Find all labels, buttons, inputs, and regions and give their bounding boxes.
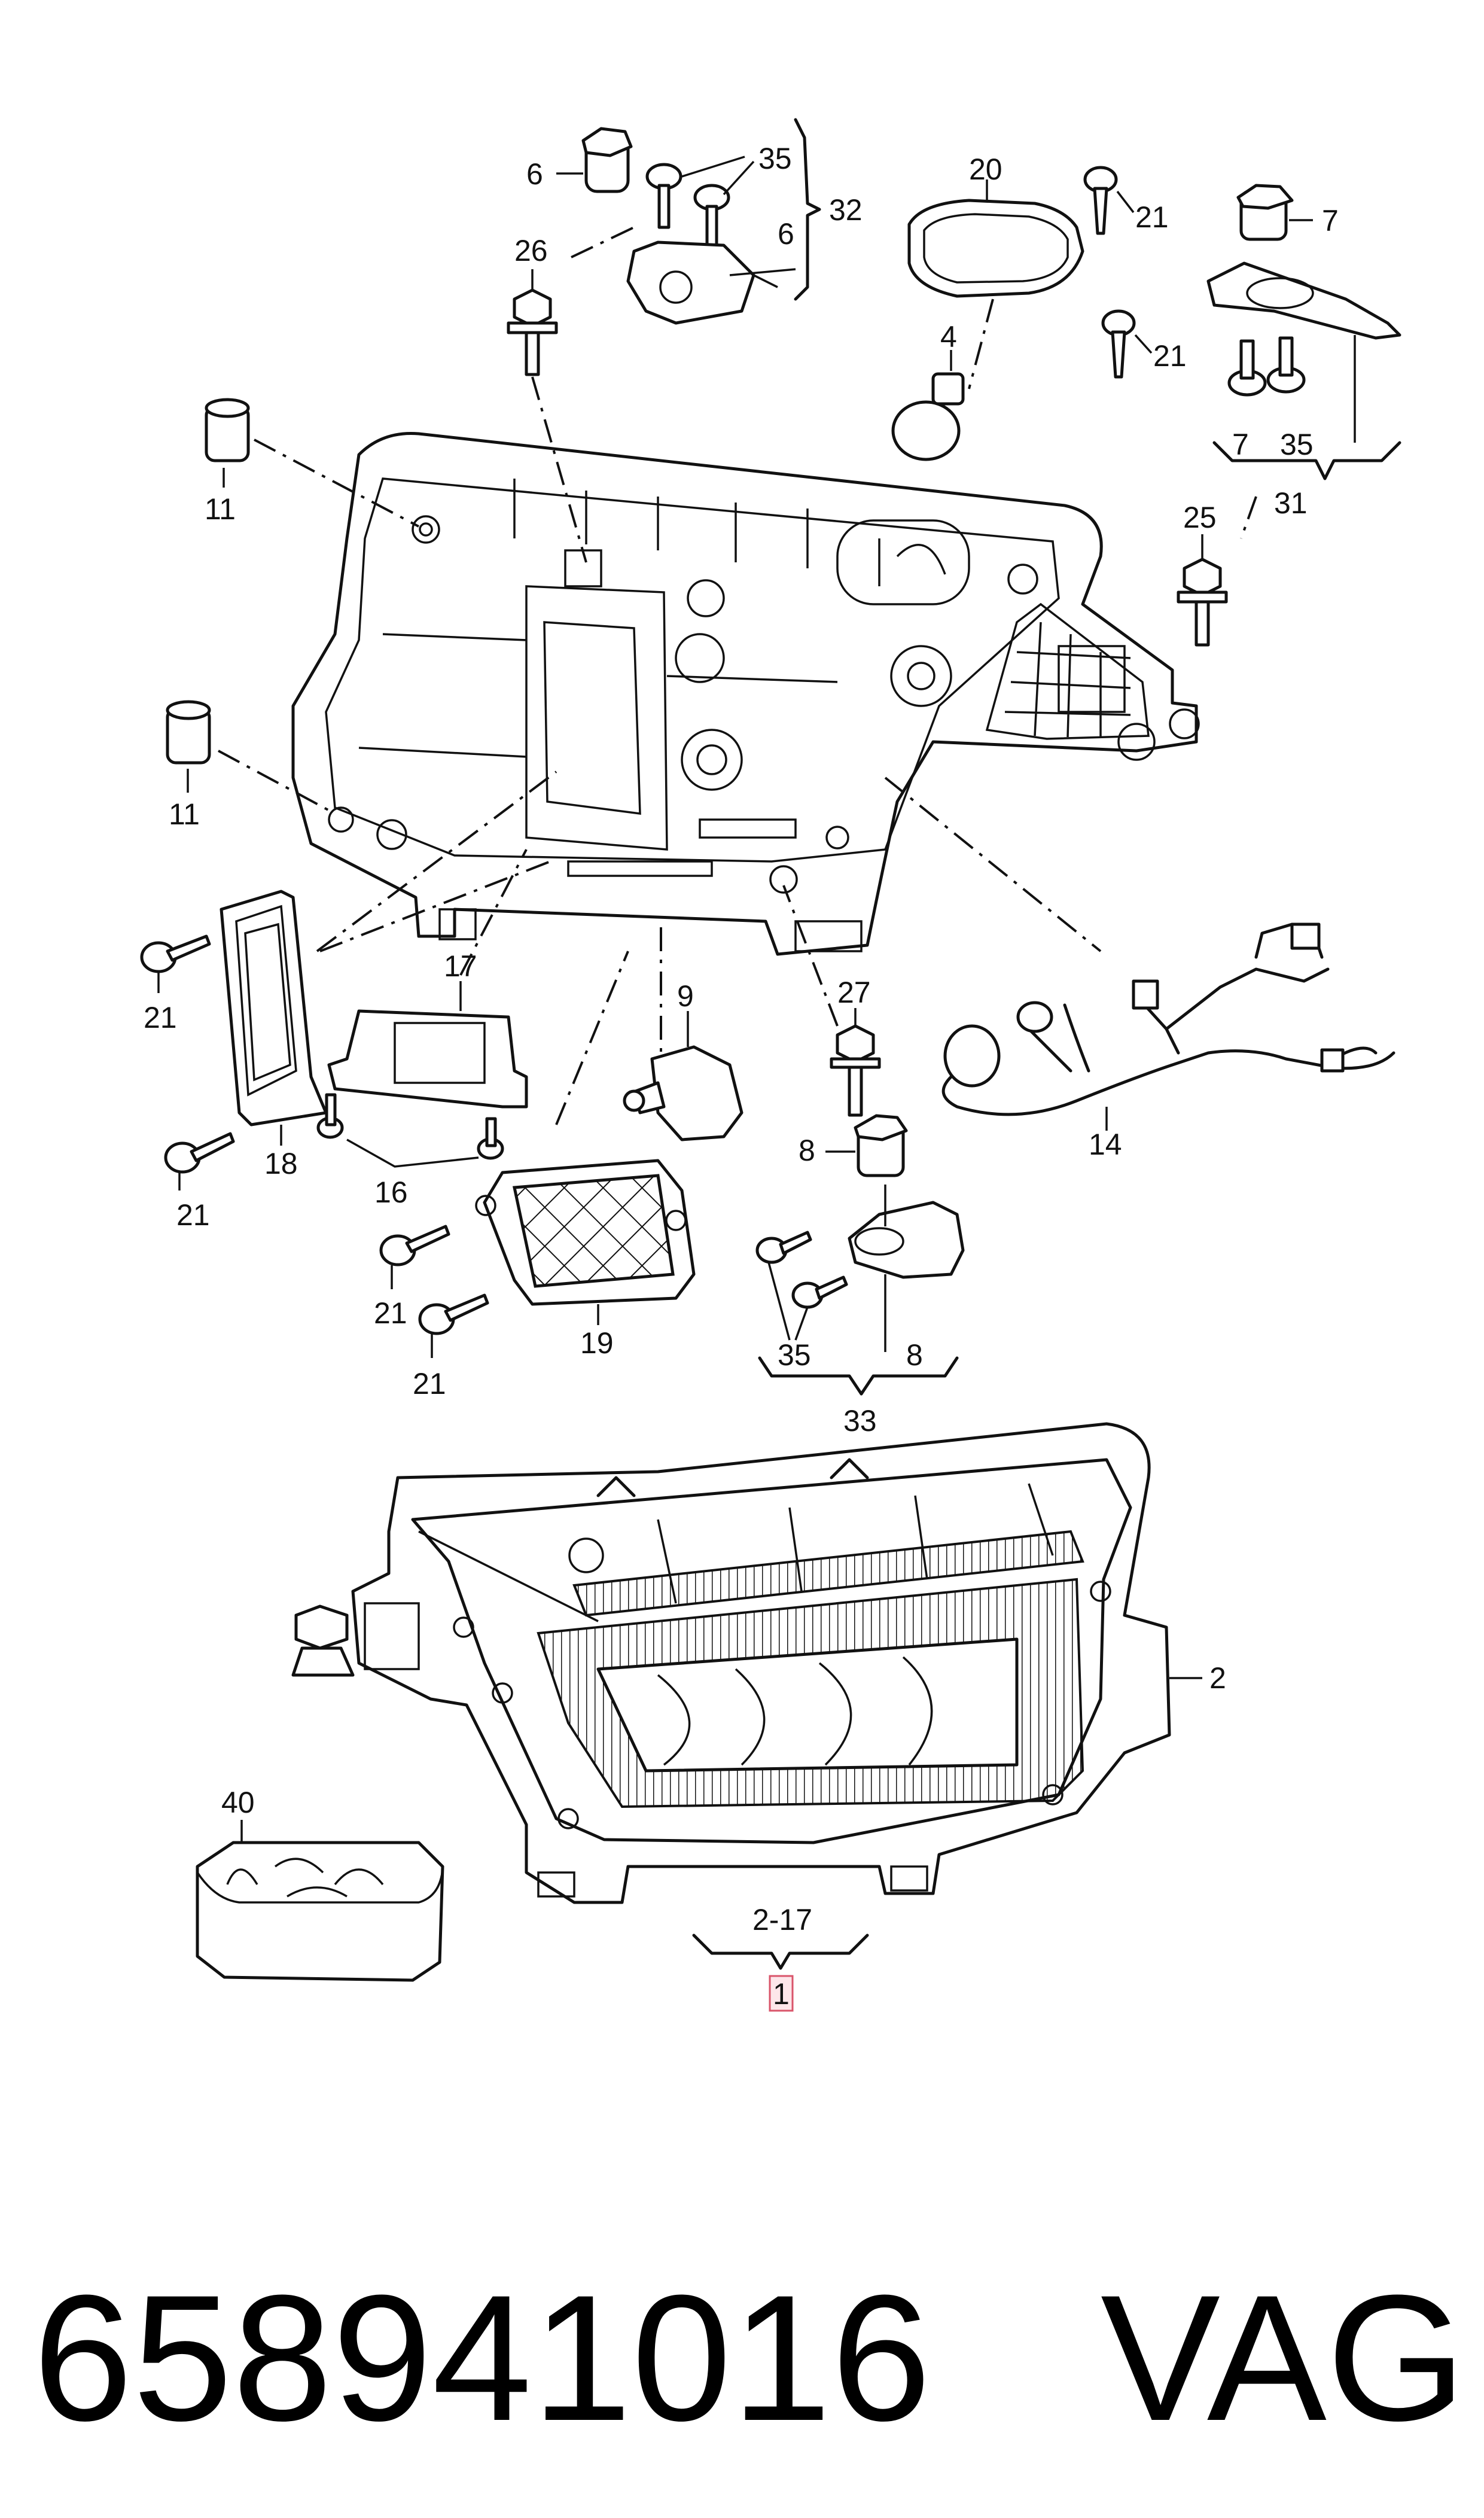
screw-parts-35-top [645, 156, 755, 250]
callout-32: 32 [829, 193, 863, 227]
callout-2-17: 2-17 [752, 1903, 812, 1937]
wiring-harness-part-14 [941, 922, 1395, 1131]
control-module-part-17 [327, 849, 528, 1109]
leader-line [884, 777, 1102, 952]
screw-parts-21-lower [379, 1225, 489, 1358]
callout-6: 6 [526, 157, 543, 191]
screw-parts-21-left [140, 934, 235, 1191]
callout-6: 6 [778, 217, 794, 251]
callout-11: 11 [169, 797, 200, 831]
headlight-housing-rear [291, 431, 1200, 956]
callout-21: 21 [1153, 339, 1187, 373]
screw-parts-16 [316, 1093, 504, 1168]
clip-nut-part-8 [825, 1114, 908, 1177]
leader-line [218, 750, 336, 815]
callout-14: 14 [1089, 1128, 1122, 1161]
callout-8: 8 [906, 1338, 923, 1372]
bolt-part-25 [1177, 534, 1228, 647]
callout-2: 2 [1209, 1661, 1226, 1695]
callout-18: 18 [264, 1147, 298, 1180]
callout-25: 25 [1183, 501, 1217, 534]
gasket-part-18 [220, 771, 557, 1146]
highlight-box-part-1 [769, 1975, 794, 2012]
leader-line [319, 860, 551, 952]
adjuster-motor-part-9 [623, 927, 743, 1141]
callout-21: 21 [413, 1367, 446, 1400]
callout-27: 27 [837, 976, 871, 1009]
callout-26: 26 [514, 234, 548, 267]
callout-7: 7 [1232, 428, 1249, 461]
brand-name: VAG [1101, 2257, 1466, 2458]
grommet-part-11-lower [166, 700, 211, 793]
group-bracket-2-17 [692, 1934, 869, 1970]
callout-11: 11 [205, 492, 236, 526]
bracket-part-32 [571, 118, 821, 325]
callout-labels: 6 35 32 6 26 20 4 21 21 7 7 35 31 25 11 … [144, 142, 1339, 2011]
callout-21: 21 [176, 1198, 210, 1232]
callout-35: 35 [778, 1338, 811, 1372]
callout-21: 21 [1135, 200, 1169, 234]
grommet-part-11-upper [205, 398, 250, 488]
leader-line [555, 951, 629, 1125]
clip-nut-part-6 [556, 127, 633, 193]
callout-16: 16 [374, 1176, 408, 1209]
callout-8: 8 [799, 1134, 815, 1167]
callout-35: 35 [758, 142, 792, 175]
callout-33: 33 [843, 1404, 877, 1438]
foam-pad-part [196, 1820, 444, 1982]
part-number: 658941016 [33, 2257, 931, 2458]
bolt-part-26 [507, 269, 587, 563]
callout-19: 19 [580, 1326, 614, 1360]
callout-31: 31 [1274, 486, 1308, 520]
headlight-front-assembly [291, 1422, 1171, 1904]
bolt-part-27 [782, 885, 881, 1117]
gasket-part-20 [907, 179, 1084, 389]
screw-parts-21-upper-right [1083, 166, 1153, 379]
callout-40: 40 [221, 1786, 255, 1819]
callout-7: 7 [1322, 204, 1339, 238]
callout-4: 4 [940, 320, 957, 354]
callout-1: 1 [773, 1977, 790, 2011]
bracket-part-31 [1206, 184, 1401, 539]
callout-21: 21 [144, 1001, 177, 1034]
vent-grille-part-19 [475, 1159, 696, 1325]
callout-20: 20 [969, 153, 1002, 186]
bulb-part-4 [891, 350, 965, 461]
callout-35: 35 [1280, 428, 1314, 461]
leader-line [254, 439, 419, 528]
callout-21: 21 [374, 1296, 407, 1330]
bracket-part-33 [755, 1185, 965, 1396]
callout-9: 9 [677, 979, 694, 1013]
callout-17: 17 [444, 949, 477, 983]
